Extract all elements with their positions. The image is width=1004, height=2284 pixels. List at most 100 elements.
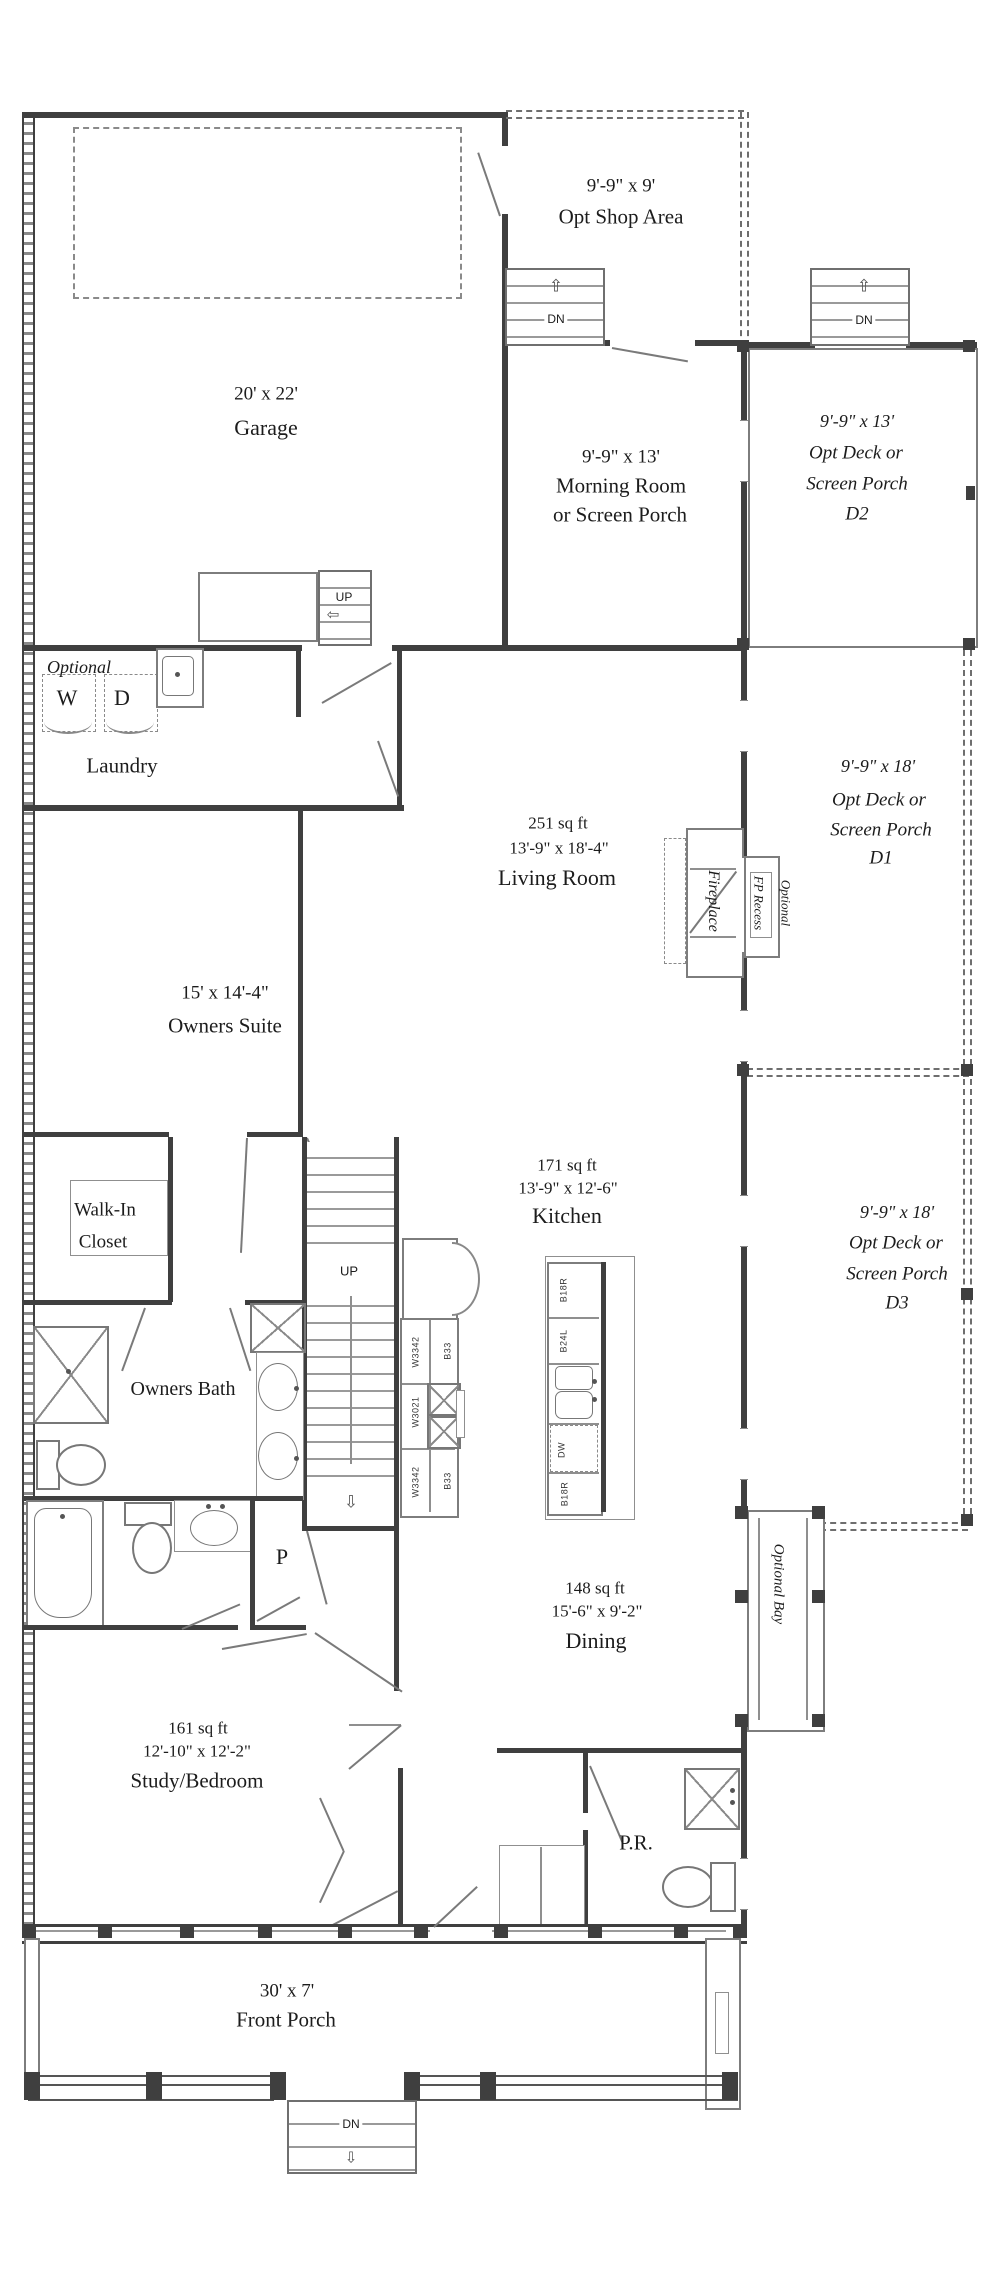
wall [394, 1137, 399, 1531]
up-arrow-icon: ⇧ [856, 276, 872, 297]
coat-closet [499, 1845, 585, 1930]
wall [695, 340, 747, 346]
deck-post [961, 1064, 973, 1076]
wall-post [258, 1924, 272, 1938]
owners-bath-name: Owners Bath [130, 1378, 236, 1400]
wall [398, 1768, 403, 1930]
drain-dot [66, 1369, 71, 1374]
study-bedroom-sqft: 161 sq ft [168, 1718, 228, 1738]
dining-name: Dining [565, 1628, 627, 1653]
laundry-optional-label: Optional [46, 657, 112, 677]
left-arrow-icon: ⇦ [326, 605, 340, 624]
bay-post [812, 1714, 825, 1727]
deck-post [966, 486, 975, 500]
deck-d3-line2: Screen Porch [846, 1263, 948, 1285]
angled-wall [314, 1632, 403, 1693]
window [740, 700, 748, 752]
door-swing [319, 1850, 345, 1904]
closet-shelf [70, 1180, 168, 1256]
dashed-deck-edge [963, 650, 972, 1524]
deck-d2-dims: 9'-9" x 13' [819, 411, 895, 431]
door-swing [306, 1530, 328, 1605]
dashed-wall [506, 110, 744, 119]
door-swing [611, 347, 689, 363]
wall [397, 651, 402, 811]
linen-closet [250, 1303, 306, 1353]
deck-dn-stair [810, 268, 910, 346]
study-bedroom-dims: 12'-10" x 12'-2" [143, 1741, 251, 1761]
wall-post [180, 1924, 194, 1938]
faucet-dot [294, 1456, 299, 1461]
bathtub-inner [34, 1508, 92, 1618]
cabinet-label-b33: B33 [442, 1472, 453, 1490]
wall [497, 1748, 747, 1753]
wall-post [733, 1924, 747, 1938]
kitchen-name: Kitchen [532, 1203, 602, 1228]
dining-dims: 15'-6" x 9'-2" [551, 1601, 643, 1621]
faucet-dot [294, 1386, 299, 1391]
wall-post [674, 1924, 688, 1938]
wall-post [494, 1924, 508, 1938]
railing-post [722, 2072, 738, 2100]
faucet-dot [592, 1379, 597, 1384]
opt-shop-name: Opt Shop Area [558, 204, 684, 229]
door-swing [221, 1633, 307, 1650]
toilet-tank [710, 1862, 736, 1912]
optional-bay-label: Optional Bay [770, 1543, 787, 1625]
stair-rail [350, 1296, 352, 1464]
wall-post [22, 1924, 36, 1938]
railing-post [404, 2072, 420, 2100]
deck-post [961, 1288, 973, 1300]
cabinet-label-w3021: W3021 [410, 1396, 421, 1428]
deck-post [737, 638, 749, 650]
deck-d1-label: D1 [869, 847, 893, 869]
door-swing [477, 152, 501, 217]
front-porch-dims: 30' x 7' [259, 1980, 315, 2002]
door-swing [433, 1886, 478, 1928]
wall [392, 645, 747, 651]
wall [168, 1137, 173, 1302]
dryer-label: D [114, 685, 130, 710]
owners-suite-dims: 15' x 14'-4" [181, 982, 269, 1004]
dashed-deck-edge [747, 1068, 969, 1077]
porch-left-wall [24, 1938, 40, 2080]
wall [22, 805, 404, 811]
wall [298, 807, 303, 1137]
garage-dims: 20' x 22' [234, 383, 298, 405]
door-swing [229, 1307, 252, 1372]
wall-post [98, 1924, 112, 1938]
window [740, 1858, 748, 1910]
bay-post [812, 1590, 825, 1603]
front-porch-name: Front Porch [236, 2007, 336, 2032]
deck-dn-label: DN [852, 314, 876, 326]
porch-dn-label: DN [339, 2118, 363, 2130]
faucet-dot [730, 1788, 735, 1793]
bay-window-line [806, 1518, 808, 1720]
island-divider [549, 1423, 599, 1425]
deck-post [963, 340, 975, 352]
laundry-name: Laundry [86, 753, 158, 778]
shelf-line [349, 1724, 401, 1726]
bay-window-box [747, 1510, 825, 1732]
island-sink-bowl [555, 1366, 593, 1390]
living-room-sqft: 251 sq ft [528, 813, 588, 833]
wall [741, 345, 747, 651]
shop-dn-stair [505, 268, 605, 346]
window [740, 1010, 748, 1062]
down-arrow-icon: ⇩ [344, 2148, 358, 2167]
faucet-dot [730, 1800, 735, 1805]
faucet-dot [592, 1397, 597, 1402]
wall [22, 1132, 169, 1137]
toilet-bowl [56, 1444, 106, 1486]
morning-room-name2: or Screen Porch [552, 502, 688, 527]
door-swing [239, 1137, 248, 1253]
wall [22, 1625, 238, 1630]
cabinet-label-b24l: B24L [558, 1329, 569, 1353]
kitchen-sqft: 171 sq ft [537, 1155, 597, 1175]
living-room-dims: 13'-9" x 18'-4" [509, 838, 609, 858]
wall [245, 1300, 303, 1305]
vanity-sink [258, 1432, 298, 1480]
door-swing [121, 1307, 146, 1372]
front-wall [22, 1924, 747, 1944]
